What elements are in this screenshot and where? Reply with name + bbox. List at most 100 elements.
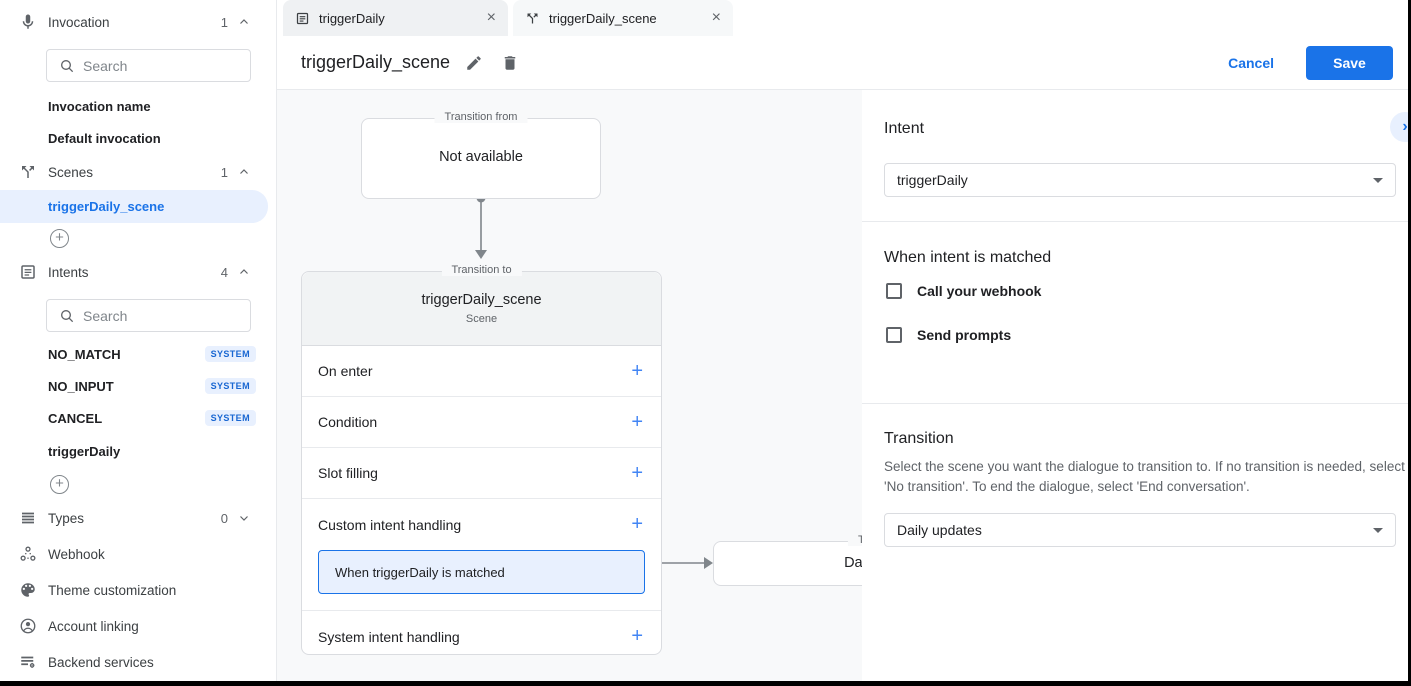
search-input[interactable] <box>83 57 223 74</box>
palette-icon <box>16 578 40 602</box>
add-icon[interactable]: + <box>631 359 643 382</box>
cancel-button[interactable]: Cancel <box>1228 54 1274 71</box>
row-label: Condition <box>318 414 378 430</box>
custom-intent-handling-row[interactable]: Custom intent handling + <box>302 499 661 550</box>
webhook-icon <box>16 542 40 566</box>
scene-row-slot-filling[interactable]: Slot filling + <box>302 448 661 499</box>
scene-row-custom-intent-handling: Custom intent handling + When triggerDai… <box>302 499 661 611</box>
page-title: triggerDaily_scene <box>301 52 451 72</box>
close-icon[interactable]: × <box>711 9 721 26</box>
delete-icon[interactable] <box>498 51 522 75</box>
node-legend: Transition from <box>434 111 528 123</box>
link-label: Account linking <box>48 618 139 634</box>
scenes-icon <box>16 160 40 184</box>
section-label: Intents <box>48 264 89 280</box>
node-legend: Transition to <box>847 534 862 546</box>
send-prompts-checkbox-row[interactable]: Send prompts <box>886 327 1011 343</box>
not-available-label: Not available <box>439 149 523 165</box>
row-label: On enter <box>318 363 373 379</box>
transition-select[interactable]: Daily updates <box>884 513 1396 547</box>
row-label: Custom intent handling <box>318 516 462 533</box>
scene-row-condition[interactable]: Condition + <box>302 397 661 448</box>
close-icon[interactable]: × <box>486 9 496 26</box>
sidebar-item-backend-services[interactable]: Backend services <box>0 645 268 679</box>
transition-from-node[interactable]: Transition from Not available <box>361 111 601 199</box>
add-icon[interactable]: + <box>631 461 643 484</box>
scene-row-on-enter[interactable]: On enter + <box>302 346 661 397</box>
daily-updates-node[interactable]: Transition to Daily updates <box>713 534 862 586</box>
selected-scene-label: triggerDaily_scene <box>48 199 165 214</box>
system-badge: SYSTEM <box>204 410 256 426</box>
add-intent-button[interactable]: + <box>50 475 69 494</box>
checkbox-label: Call your webhook <box>917 283 1042 299</box>
sidebar-item-theme-customization[interactable]: Theme customization <box>0 573 268 607</box>
intent-select[interactable]: triggerDaily <box>884 163 1396 197</box>
section-count: 0 <box>220 510 228 526</box>
chevron-up-icon[interactable] <box>234 12 254 32</box>
section-label: Scenes <box>48 164 94 180</box>
microphone-icon <box>16 10 40 34</box>
transition-description: Select the scene you want the dialogue t… <box>884 459 1405 494</box>
add-scene-button[interactable]: + <box>50 229 69 248</box>
call-webhook-checkbox-row[interactable]: Call your webhook <box>886 283 1041 299</box>
add-icon[interactable]: + <box>631 625 643 647</box>
sidebar-item-triggerdaily[interactable]: triggerDaily <box>48 444 256 459</box>
invocation-search[interactable] <box>46 49 251 82</box>
add-icon[interactable]: + <box>631 410 643 433</box>
intents-search[interactable] <box>46 299 251 332</box>
sidebar-item-triggerdaily-scene-selected[interactable]: triggerDaily_scene <box>0 190 268 223</box>
sidebar-item-cancel[interactable]: CANCEL SYSTEM <box>48 410 256 426</box>
when-intent-matched-heading: When intent is matched <box>884 249 1052 266</box>
add-icon[interactable]: + <box>631 513 643 535</box>
daily-updates-label: Daily updates <box>844 555 862 571</box>
scene-row-system-intent-handling[interactable]: System intent handling + <box>302 611 661 662</box>
checkbox-unchecked[interactable] <box>886 327 902 343</box>
sidebar-item-webhook[interactable]: Webhook <box>0 537 268 571</box>
sidebar-item-invocation-name[interactable]: Invocation name <box>48 99 151 114</box>
section-count: 4 <box>220 264 228 280</box>
intent-name: triggerDaily <box>48 444 121 459</box>
edit-icon[interactable] <box>462 51 486 75</box>
sidebar-section-invocation[interactable]: Invocation 1 <box>0 5 268 39</box>
row-label: System intent handling <box>318 628 460 645</box>
system-badge: SYSTEM <box>204 378 256 394</box>
chevron-up-icon[interactable] <box>234 162 254 182</box>
save-button[interactable]: Save <box>1306 45 1393 80</box>
sidebar-item-default-invocation[interactable]: Default invocation <box>48 131 161 146</box>
scene-card-subtitle: Scene <box>465 313 498 325</box>
scenes-icon <box>525 11 540 26</box>
tab-triggerdaily[interactable]: triggerDaily × <box>283 0 508 36</box>
sidebar-item-no-match[interactable]: NO_MATCH SYSTEM <box>48 346 256 362</box>
tab-triggerdaily-scene[interactable]: triggerDaily_scene × <box>513 0 733 36</box>
checkbox-unchecked[interactable] <box>886 283 902 299</box>
sidebar-item-account-linking[interactable]: Account linking <box>0 609 268 643</box>
scene-card-title: triggerDaily_scene <box>421 292 542 308</box>
system-badge: SYSTEM <box>204 346 256 362</box>
sidebar-section-intents[interactable]: Intents 4 <box>0 255 268 289</box>
sidebar-item-no-input[interactable]: NO_INPUT SYSTEM <box>48 378 256 394</box>
tab-label: triggerDaily <box>319 10 385 26</box>
intent-name: CANCEL <box>48 410 103 426</box>
chevron-up-icon[interactable] <box>234 262 254 282</box>
node-legend: Transition to <box>441 264 522 276</box>
sidebar-section-scenes[interactable]: Scenes 1 <box>0 155 268 189</box>
scene-diagram-canvas[interactable]: Transition from Not available Transition… <box>277 90 862 681</box>
intent-name: NO_MATCH <box>48 346 121 362</box>
sidebar-section-types[interactable]: Types 0 <box>0 501 268 535</box>
intents-icon <box>16 260 40 284</box>
sidebar: Invocation 1 Invocation name Default inv… <box>0 0 277 681</box>
chevron-down-icon[interactable] <box>234 508 254 528</box>
matched-intent-item-selected[interactable]: When triggerDaily is matched <box>318 550 645 594</box>
scene-card-node[interactable]: Transition to triggerDaily_scene Scene O… <box>301 264 662 655</box>
search-input[interactable] <box>83 307 223 324</box>
types-icon <box>16 506 40 530</box>
checkbox-label: Send prompts <box>917 327 1012 343</box>
search-icon <box>59 308 75 324</box>
collapse-panel-chevron-icon[interactable]: › <box>1390 112 1408 142</box>
scene-card-header: triggerDaily_scene Scene <box>302 272 661 346</box>
link-label: Webhook <box>48 546 105 562</box>
section-label: Types <box>48 510 85 526</box>
main-area: triggerDaily × triggerDaily_scene × trig… <box>277 0 1408 681</box>
link-label: Backend services <box>48 654 154 670</box>
